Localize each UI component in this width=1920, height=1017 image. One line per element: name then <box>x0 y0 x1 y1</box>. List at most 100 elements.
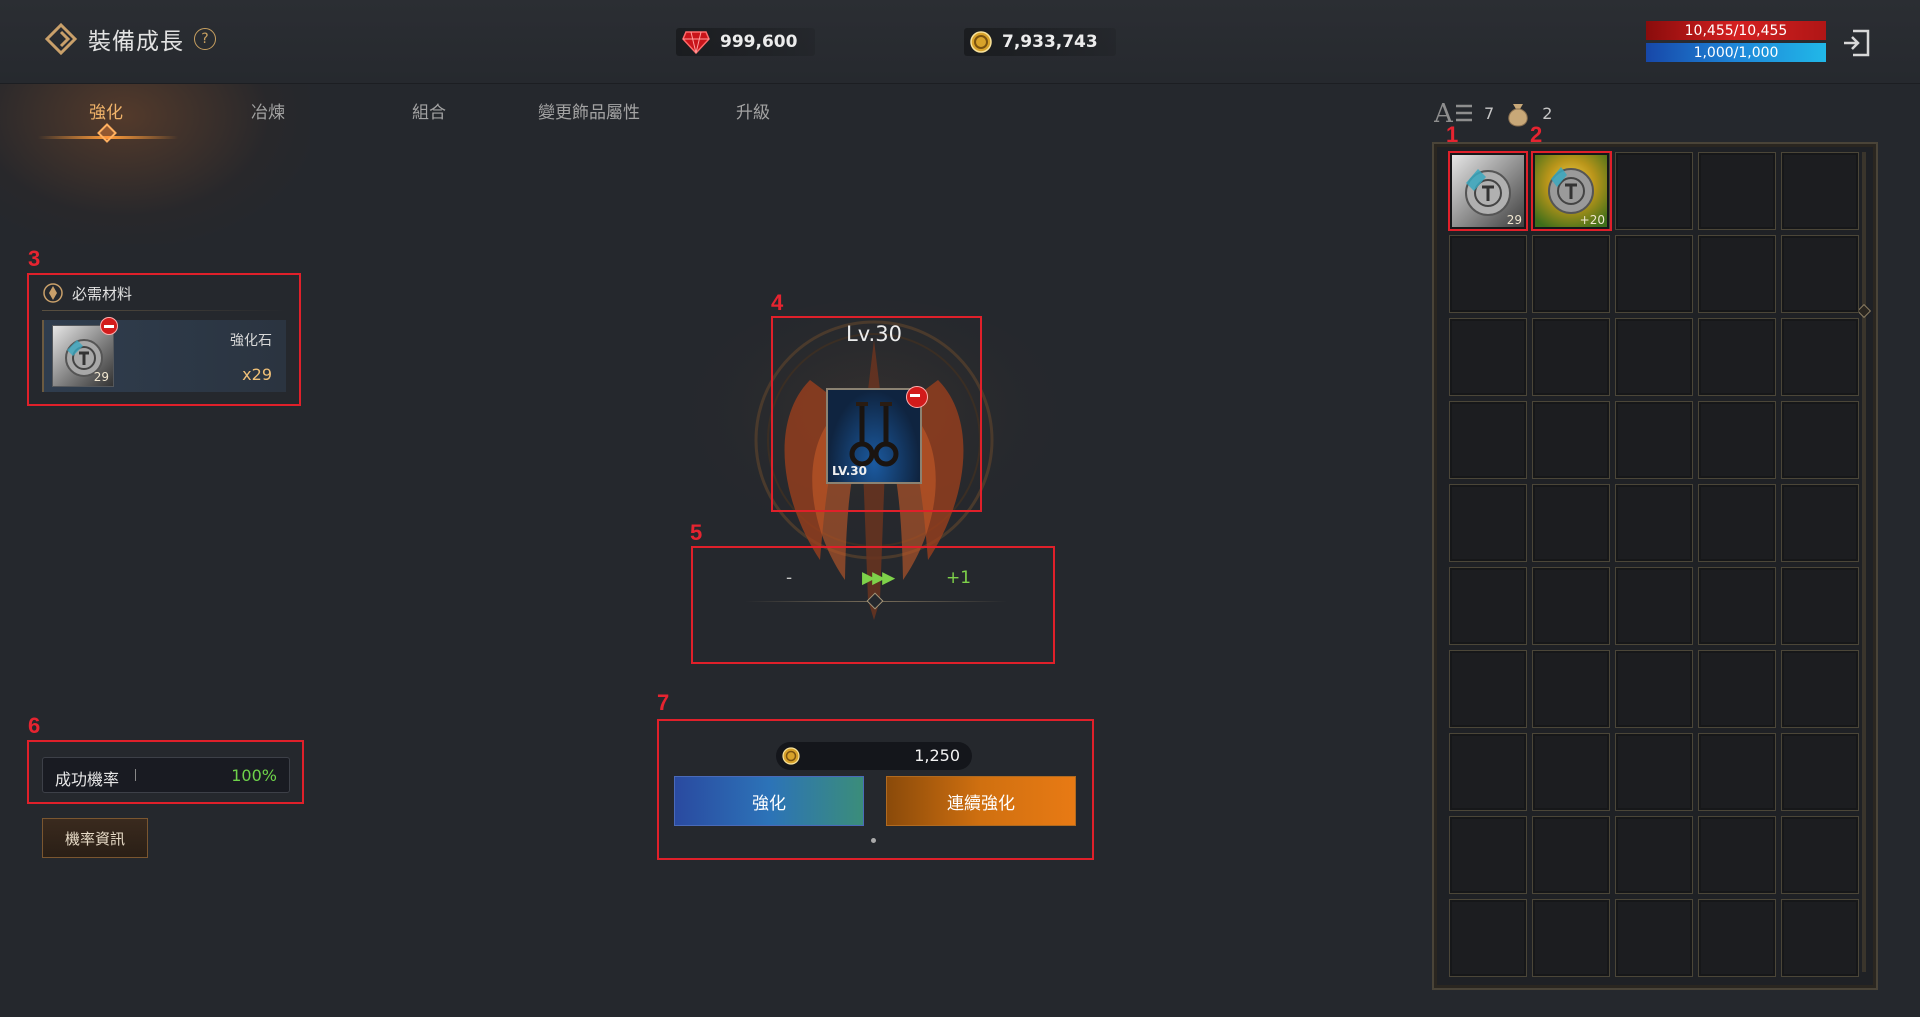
svg-text:A: A <box>1434 99 1454 128</box>
materials-title: 必需材料 <box>72 284 133 303</box>
equipment-slot-level: LV.30 <box>832 464 867 478</box>
gold-amount: 7,933,743 <box>1002 32 1098 52</box>
inventory-slot-empty[interactable] <box>1698 484 1776 562</box>
enhance-stone-slot[interactable]: 29 <box>52 325 114 387</box>
inventory-slot-empty[interactable] <box>1615 152 1693 230</box>
red-gem-icon <box>682 31 710 54</box>
inventory-slot-enhance-stone[interactable]: 29 <box>1449 152 1527 230</box>
material-card: 29 強化石 x29 <box>42 317 286 392</box>
inventory-slot-empty[interactable] <box>1781 733 1859 811</box>
tab-refine[interactable]: 冶煉 <box>251 103 285 123</box>
inventory-slot-empty[interactable] <box>1532 235 1610 313</box>
gold-currency: 7,933,743 <box>964 28 1116 56</box>
inventory-grid: 29 +20 <box>1449 152 1861 977</box>
arrow-right-icon: ▶▶▶ <box>862 568 895 588</box>
continuous-enhance-button[interactable]: 連續強化 <box>886 776 1076 826</box>
inventory-slot-empty[interactable] <box>1532 650 1610 728</box>
material-name: 強化石 <box>230 333 272 349</box>
inventory-slot-empty[interactable] <box>1532 816 1610 894</box>
success-rate-separator <box>135 769 136 781</box>
inventory-slot-empty[interactable] <box>1615 235 1693 313</box>
status-bars: 10,455/10,455 1,000/1,000 <box>1646 21 1826 65</box>
inventory-slot-empty[interactable] <box>1615 650 1693 728</box>
inventory-scrollbar[interactable] <box>1862 152 1866 972</box>
material-required-qty: x29 <box>242 365 272 384</box>
title-area: 裝備成長 ? <box>44 22 216 56</box>
sort-icon[interactable]: A <box>1434 98 1474 128</box>
inventory-slot-empty[interactable] <box>1781 484 1859 562</box>
inventory-slot-empty[interactable] <box>1781 318 1859 396</box>
equipment-slot[interactable]: LV.30 <box>826 388 922 484</box>
inventory-slot-empty[interactable] <box>1615 567 1693 645</box>
tab-combine[interactable]: 組合 <box>412 103 446 123</box>
materials-divider <box>42 310 286 311</box>
inventory-slot-empty[interactable] <box>1698 567 1776 645</box>
inventory-slot-empty[interactable] <box>1615 816 1693 894</box>
inventory-slot-empty[interactable] <box>1449 733 1527 811</box>
probability-info-button[interactable]: 機率資訊 <box>42 818 148 858</box>
inventory-slot-empty[interactable] <box>1615 401 1693 479</box>
enhance-button[interactable]: 強化 <box>674 776 864 826</box>
inventory-slot-empty[interactable] <box>1698 318 1776 396</box>
tab-change-accessory[interactable]: 變更飾品屬性 <box>538 103 640 123</box>
inventory-slot-empty[interactable] <box>1449 401 1527 479</box>
tab-enhance[interactable]: 強化 <box>89 103 123 123</box>
enhance-cost-value: 1,250 <box>914 746 960 765</box>
inventory-slot-empty[interactable] <box>1532 899 1610 977</box>
remove-equipment-icon[interactable] <box>906 386 928 408</box>
sort-count: 7 <box>1484 103 1495 123</box>
earring-icon <box>849 402 899 467</box>
exit-icon[interactable] <box>1840 27 1872 59</box>
bag-icon[interactable] <box>1504 98 1532 128</box>
inventory-slot-empty[interactable] <box>1781 650 1859 728</box>
equipment-level-title: Lv.30 <box>846 322 902 346</box>
top-bar <box>0 0 1920 84</box>
callout-label-4: 4 <box>771 290 784 315</box>
inventory-slot-empty[interactable] <box>1615 899 1693 977</box>
inventory-slot-empty[interactable] <box>1615 733 1693 811</box>
inventory-slot-empty[interactable] <box>1615 318 1693 396</box>
inventory-slot-empty[interactable] <box>1532 733 1610 811</box>
inventory-slot-empty[interactable] <box>1698 816 1776 894</box>
inventory-slot-empty[interactable] <box>1698 650 1776 728</box>
callout-box-4 <box>771 316 982 512</box>
inventory-slot-empty[interactable] <box>1781 152 1859 230</box>
enhance-stone-icon <box>1465 169 1511 216</box>
inventory-slot-empty[interactable] <box>1698 733 1776 811</box>
callout-label-7: 7 <box>657 690 670 715</box>
inventory-slot-empty[interactable] <box>1781 899 1859 977</box>
callout-box-1 <box>1448 151 1528 231</box>
inventory-slot-empty[interactable] <box>1781 567 1859 645</box>
inventory-slot-empty[interactable] <box>1532 567 1610 645</box>
inventory-slot-empty[interactable] <box>1615 484 1693 562</box>
inventory-slot-empty[interactable] <box>1781 401 1859 479</box>
item-count: +20 <box>1579 213 1605 227</box>
inventory-slot-empty[interactable] <box>1698 152 1776 230</box>
inventory-slot-empty[interactable] <box>1781 235 1859 313</box>
tab-upgrade[interactable]: 升級 <box>736 103 770 123</box>
inventory-slot-empty[interactable] <box>1449 816 1527 894</box>
inventory-slot-empty[interactable] <box>1449 567 1527 645</box>
inventory-slot-empty[interactable] <box>1698 899 1776 977</box>
remove-material-icon[interactable] <box>100 317 118 335</box>
inventory-slot-empty[interactable] <box>1532 484 1610 562</box>
enhance-stone-icon <box>65 339 103 377</box>
materials-icon <box>43 283 63 303</box>
inventory-slot-empty[interactable] <box>1449 650 1527 728</box>
inventory-slot-empty[interactable] <box>1532 318 1610 396</box>
inventory-slot-empty[interactable] <box>1532 401 1610 479</box>
inventory-slot-empty[interactable] <box>1449 318 1527 396</box>
inventory-slot-empty[interactable] <box>1698 401 1776 479</box>
inventory-slot-empty[interactable] <box>1449 235 1527 313</box>
upgrade-preview: - ▶▶▶ +1 <box>700 568 1060 592</box>
inventory-slot-empty[interactable] <box>1698 235 1776 313</box>
inventory-slot-empty[interactable] <box>1449 484 1527 562</box>
success-rate-value: 100% <box>231 766 277 785</box>
inventory-slot-empty[interactable] <box>1781 816 1859 894</box>
inventory-slot-empty[interactable] <box>1449 899 1527 977</box>
active-tab-glow <box>0 84 310 244</box>
hp-bar: 10,455/10,455 <box>1646 21 1826 40</box>
callout-box-3 <box>27 273 301 406</box>
help-icon[interactable]: ? <box>194 28 216 50</box>
active-tab-underline <box>38 136 178 139</box>
